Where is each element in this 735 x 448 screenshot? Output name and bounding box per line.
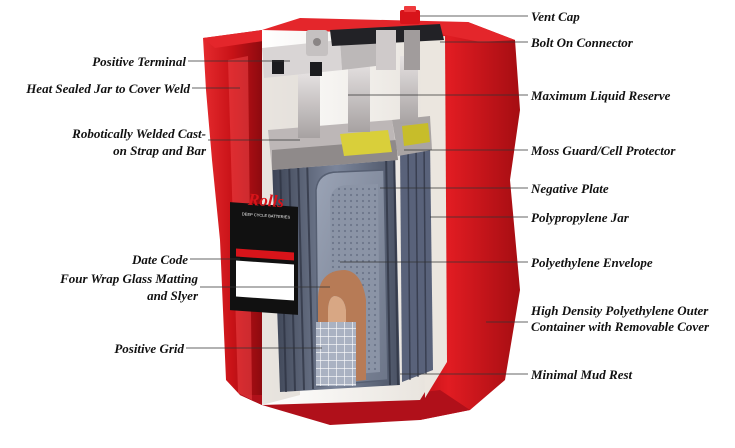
positive-grid — [316, 322, 356, 386]
terminal-post-left — [298, 72, 320, 138]
terminal-post-third — [400, 56, 418, 124]
label-polyethylene-envelope: Polyethylene Envelope — [531, 255, 653, 270]
vent-cap — [400, 10, 420, 24]
moss-guard-2 — [402, 123, 430, 146]
label-minimal-mud-rest: Minimal Mud Rest — [531, 367, 633, 382]
brand-logo-text: Rolls — [247, 189, 285, 212]
connector-post — [376, 30, 396, 70]
label-polypropylene-jar: Polypropylene Jar — [531, 210, 629, 225]
terminal-post-right — [348, 62, 370, 132]
label-robotic-weld-line1: Robotically Welded Cast- — [72, 126, 206, 141]
label-max-liquid-reserve: Maximum Liquid Reserve — [531, 88, 671, 103]
label-date-code: Date Code — [132, 252, 188, 267]
label-four-wrap-line1: Four Wrap Glass Matting — [60, 271, 198, 286]
label-bolt-on-connector: Bolt On Connector — [531, 35, 633, 50]
leader-lines — [186, 15, 528, 375]
label-moss-guard: Moss Guard/Cell Protector — [531, 143, 676, 158]
label-positive-grid: Positive Grid — [114, 341, 184, 356]
label-hdpe-container-line1: High Density Polyethylene Outer — [531, 303, 709, 318]
moss-guard — [340, 130, 392, 156]
label-four-wrap-line2: and Slyer — [147, 288, 198, 303]
label-hdpe-container-line2: Container with Removable Cover — [531, 319, 710, 334]
date-code-area — [236, 260, 294, 301]
connector-post-2 — [404, 30, 420, 70]
label-positive-terminal: Positive Terminal — [92, 54, 186, 69]
label-vent-cap: Vent Cap — [531, 9, 580, 24]
label-robotic-weld-line2: on Strap and Bar — [113, 143, 206, 158]
label-negative-plate: Negative Plate — [531, 181, 609, 196]
label-heat-sealed: Heat Sealed Jar to Cover Weld — [26, 81, 190, 96]
